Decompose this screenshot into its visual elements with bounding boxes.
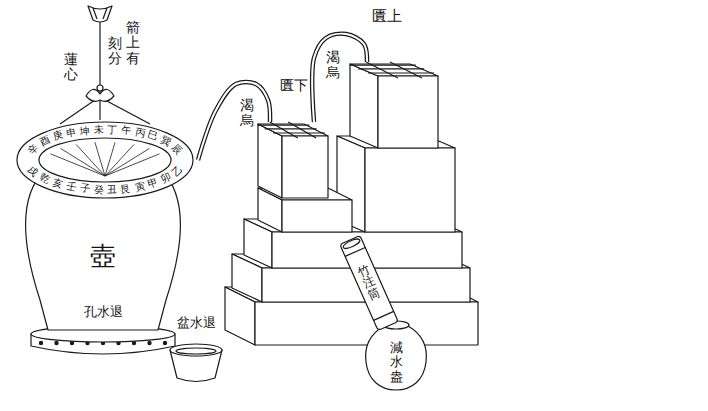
lotus-finial: [60, 6, 150, 124]
lid-ring: [17, 122, 193, 198]
tube-body: [340, 236, 398, 331]
ring-character: 甲: [147, 177, 160, 190]
direction-ring-text: 辛酉庚申坤未丁午丙巳巽辰: [17, 120, 193, 200]
tank-top: [350, 64, 438, 76]
basin-rim: [170, 344, 222, 356]
edge-label: 渴烏: [326, 50, 340, 81]
ring-character: 乙: [170, 164, 184, 178]
ring-character: 寅: [134, 181, 146, 193]
vessel-body: [26, 170, 181, 330]
edge-label: 渴烏: [240, 98, 254, 129]
ring-character: 巳: [147, 130, 160, 143]
basin-water: [176, 348, 216, 354]
lid-fan-line: [50, 154, 105, 176]
rod-note: 刻分: [108, 36, 122, 67]
lid-slat: [350, 65, 416, 66]
tank-front: [282, 136, 328, 198]
ring-character: 戌: [26, 164, 40, 178]
ring-character: 亥: [51, 177, 63, 189]
ring-character: 巽: [159, 135, 172, 148]
upper-tank: 匱上: [350, 62, 440, 150]
stand-stud: [163, 341, 166, 344]
overflow-jar: 減水盎: [360, 316, 432, 392]
lid-slat: [273, 132, 325, 133]
lid-slat: [368, 72, 434, 73]
lid-fan-line: [105, 154, 160, 176]
lid-fan-line: [105, 144, 134, 176]
ring-character: 癸: [93, 185, 103, 195]
lotus-cup: [88, 6, 112, 22]
outline: [170, 344, 222, 382]
step-front: [255, 302, 478, 345]
lotus-bud: [97, 85, 103, 91]
lid-fan-line: [95, 142, 105, 176]
ring-character: 坤: [79, 126, 90, 137]
node-outline: [350, 62, 440, 150]
lid-slat: [257, 125, 309, 126]
vessel-name: 壺: [90, 242, 116, 271]
lotus-petal: [93, 8, 107, 19]
stand-stud: [39, 341, 42, 344]
ring-character: 未: [93, 125, 103, 135]
ring-character: 辛: [26, 142, 40, 156]
node-outline: [12, 116, 198, 356]
stand-stud: [148, 341, 151, 344]
stand-stud: [55, 341, 58, 344]
tank-side: [350, 64, 378, 148]
ring-character: 艮: [120, 183, 131, 194]
ring-character: 午: [120, 126, 131, 137]
outline: [257, 122, 328, 198]
tank-label: 匱下: [280, 78, 308, 93]
pedestal-front: [282, 200, 352, 232]
jar-body: [366, 326, 427, 390]
lower-tank: 匱下: [258, 122, 330, 200]
tank-top: [258, 124, 328, 136]
ring-character: 壬: [65, 181, 77, 193]
part-label: 蓮心: [64, 52, 78, 83]
basin-label: 盆水退: [177, 316, 216, 330]
ring-character: 丙: [134, 127, 146, 139]
ring-character: 子: [79, 183, 90, 194]
lid-slat: [358, 68, 424, 69]
ring-character: 庚: [51, 130, 63, 142]
tank-side: [258, 124, 282, 198]
pedestal-front: [365, 148, 455, 232]
upper-pedestal: [337, 136, 455, 232]
lid-slat: [390, 62, 422, 78]
outflow-basin: 盆水退: [164, 314, 228, 386]
outline: [350, 62, 438, 148]
water-vessel: 壺孔水退: [12, 116, 198, 356]
indicator-rod: [99, 22, 100, 120]
ring-character: 申: [65, 127, 77, 139]
tube-joint: [374, 311, 394, 320]
ring-character: 辰: [170, 142, 184, 156]
step-side: [244, 219, 272, 268]
jar-label: 減水盎: [390, 341, 403, 384]
direction-ring-text: 戌乾亥壬子癸丑艮寅甲卯乙: [17, 120, 193, 200]
ring-character: 乾: [38, 172, 51, 185]
ring-character: 卯: [159, 172, 172, 185]
hanging-cord: [105, 100, 150, 124]
outline: [366, 321, 427, 390]
ring-character: 酉: [38, 135, 51, 148]
lid-slat: [265, 128, 317, 129]
tube-opening: [342, 237, 361, 250]
lid-slat: [366, 62, 398, 78]
hanging-cord: [60, 100, 95, 124]
ring-character: 丁: [107, 125, 117, 135]
tank-front: [378, 76, 438, 148]
outline: [17, 122, 193, 354]
ring-character: 丑: [107, 185, 117, 195]
tank-label: 匱上: [372, 8, 402, 25]
outline: [340, 236, 398, 331]
rod-note: 箭上有: [126, 20, 140, 66]
lid-inner: [39, 138, 171, 182]
node-outline: [258, 122, 330, 200]
tube-joint: [345, 247, 365, 256]
lid-fan-line: [105, 148, 149, 176]
outlet-label: 孔水退: [84, 305, 123, 319]
lid-slat: [288, 122, 316, 138]
